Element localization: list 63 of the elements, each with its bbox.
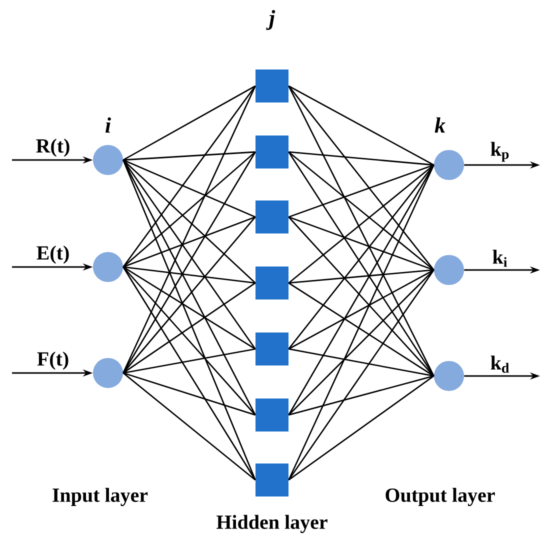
connection-line	[122, 86, 256, 268]
connection-line	[122, 216, 256, 268]
connection-line	[288, 151, 434, 166]
connection-line	[288, 151, 434, 271]
connection-line	[288, 164, 434, 350]
neuron-square	[256, 463, 288, 496]
connection-line	[122, 266, 256, 480]
neuron-circle	[434, 255, 464, 285]
neuron-circle	[434, 150, 464, 180]
edge-label: k$_{d}$	[490, 356, 510, 373]
neuron-circle	[434, 360, 464, 391]
connection-line	[122, 159, 256, 284]
connection-line	[122, 151, 256, 268]
connection-line	[288, 152, 434, 376]
connection-line	[122, 85, 256, 161]
connection-line	[288, 282, 434, 377]
connection-line	[288, 216, 434, 376]
neuron-square	[256, 266, 288, 300]
edge-label: k$_{i}$	[492, 250, 508, 267]
layer-index: j	[266, 10, 276, 30]
connection-line	[288, 270, 434, 480]
connection-line	[122, 86, 256, 374]
connection-line	[122, 282, 256, 374]
neuron-square	[256, 200, 288, 234]
connection-line	[123, 372, 256, 416]
edge-label: F(t)	[37, 352, 68, 370]
layer-label: Input layer	[52, 488, 148, 506]
connection-line	[288, 375, 434, 481]
neuron-square	[256, 70, 288, 102]
connection-line	[288, 216, 434, 271]
connection-line	[288, 375, 434, 416]
edge-label: k$_{p}$	[490, 142, 509, 162]
connection-line	[288, 269, 434, 350]
layer-label: Output layer	[386, 488, 495, 506]
connection-line	[288, 348, 434, 377]
neuron-circle	[93, 358, 123, 388]
connection-line	[288, 85, 434, 166]
edge-label: R(t)	[36, 138, 70, 157]
connection-line	[122, 266, 256, 416]
connection-line	[288, 86, 434, 270]
neuron-circle	[93, 145, 123, 175]
connection-line	[288, 270, 434, 416]
neuron-circle	[93, 252, 123, 282]
connection-line	[122, 160, 256, 480]
connection-line	[288, 164, 434, 218]
connection-line	[288, 164, 434, 480]
edge-label: E(t)	[36, 246, 69, 264]
connection-line	[122, 216, 256, 374]
connection-line	[122, 159, 256, 218]
neuron-square	[256, 136, 288, 168]
layer-label: Hidden layer	[216, 514, 328, 534]
connection-line	[288, 269, 434, 284]
connection-line	[122, 372, 256, 481]
connection-line	[123, 151, 256, 161]
connection-line	[288, 86, 434, 376]
connection-line	[288, 164, 434, 284]
connection-line	[122, 266, 256, 350]
connection-line	[123, 348, 256, 374]
neuron-square	[256, 398, 288, 432]
connection-line	[122, 160, 256, 416]
connection-line	[123, 266, 256, 284]
connection-line	[288, 164, 434, 416]
neuron-square	[256, 332, 288, 366]
